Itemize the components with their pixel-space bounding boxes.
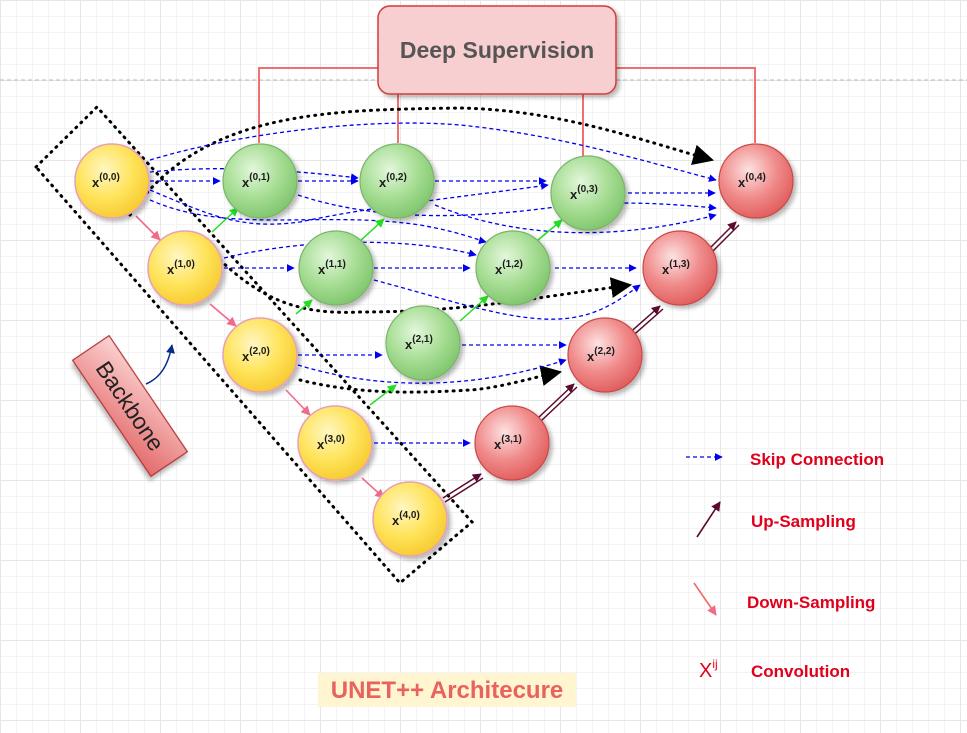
node-x11: x(1,1)	[298, 230, 374, 306]
title-box: UNET++ Architecure	[318, 673, 576, 707]
svg-text:x(2,1): x(2,1)	[405, 334, 433, 352]
legend-convolution-symbol: Xij	[699, 657, 718, 682]
legend: Skip Connection Up-Sampling Down-Samplin…	[686, 450, 884, 682]
svg-text:x(0,3): x(0,3)	[570, 184, 598, 202]
svg-text:x(1,0): x(1,0)	[167, 259, 195, 277]
legend-down-sampling-symbol	[693, 582, 717, 616]
deep-supervision-label: Deep Supervision	[400, 37, 594, 63]
legend-down-sampling-label: Down-Sampling	[747, 593, 875, 612]
svg-text:x(0,2): x(0,2)	[379, 172, 407, 190]
node-x31: x(3,1)	[474, 405, 550, 481]
node-x13: x(1,3)	[642, 230, 718, 306]
node-x30: x(3,0)	[297, 405, 373, 481]
node-x10: x(1,0)	[147, 230, 223, 306]
backbone-label-box: Backbone	[71, 334, 189, 478]
skip-connections	[149, 122, 717, 447]
svg-text:x(0,0): x(0,0)	[92, 172, 120, 190]
node-x00: x(0,0)	[74, 143, 150, 219]
node-x22: x(2,2)	[567, 317, 643, 393]
node-x04: x(0,4)	[718, 143, 794, 219]
node-x40: x(4,0)	[372, 481, 448, 557]
svg-text:x(2,0): x(2,0)	[242, 346, 270, 364]
node-x02: x(0,2)	[359, 143, 435, 219]
node-x03: x(0,3)	[550, 155, 626, 231]
node-x20: x(2,0)	[222, 317, 298, 393]
svg-text:x(4,0): x(4,0)	[392, 510, 420, 528]
svg-text:x(1,1): x(1,1)	[318, 259, 346, 277]
legend-convolution-label: Convolution	[751, 662, 850, 681]
node-x12: x(1,2)	[475, 230, 551, 306]
legend-skip-connection-label: Skip Connection	[750, 450, 884, 469]
nested-dotted-contours	[128, 106, 715, 394]
backbone-dotted-outline	[33, 104, 475, 586]
legend-up-sampling-symbol	[696, 501, 721, 538]
svg-text:x(3,0): x(3,0)	[317, 434, 345, 452]
svg-text:x(0,4): x(0,4)	[738, 172, 766, 190]
svg-text:x(1,3): x(1,3)	[662, 259, 690, 277]
backbone-pointer-arrow	[145, 344, 175, 385]
svg-text:x(1,2): x(1,2)	[495, 259, 523, 277]
diagram-title: UNET++ Architecure	[331, 677, 564, 704]
green-up-arrows	[211, 207, 563, 406]
svg-text:x(0,1): x(0,1)	[242, 172, 270, 190]
deep-supervision-box: Deep Supervision	[377, 5, 617, 95]
svg-text:x(2,2): x(2,2)	[587, 346, 615, 364]
legend-up-sampling-label: Up-Sampling	[751, 512, 856, 531]
down-sampling-arrows	[135, 215, 385, 499]
svg-text:x(3,1): x(3,1)	[494, 434, 522, 452]
node-x21: x(2,1)	[385, 305, 461, 381]
node-x01: x(0,1)	[222, 143, 298, 219]
